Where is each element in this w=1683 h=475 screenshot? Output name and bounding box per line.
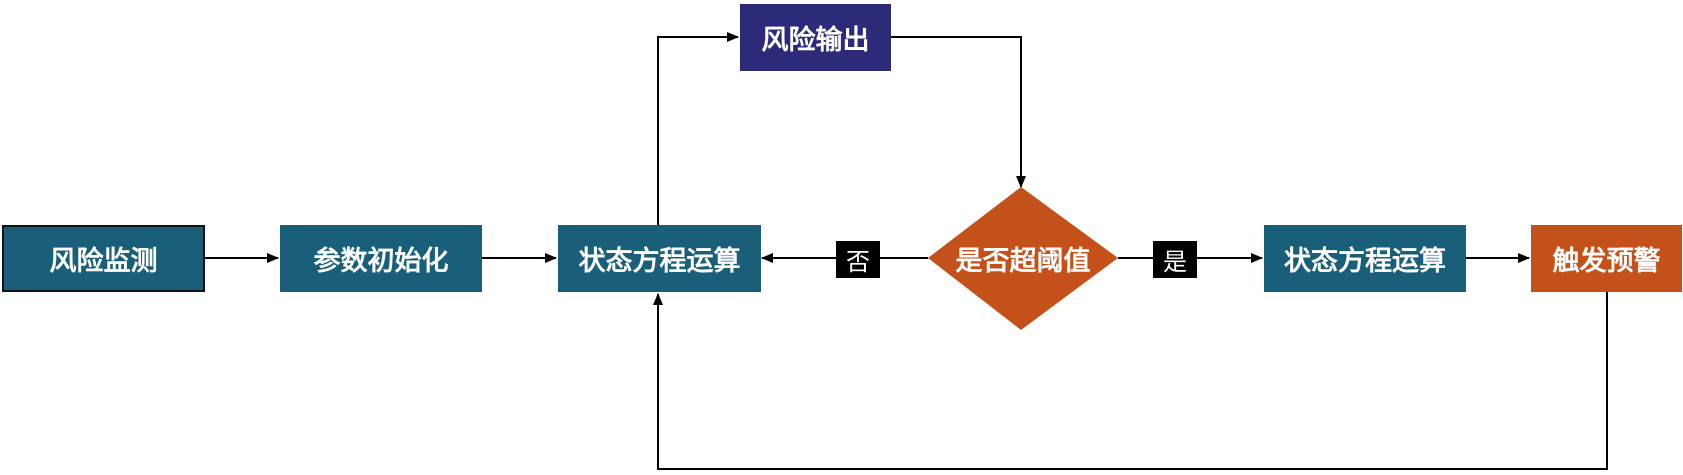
edge-label-no: 否 [836, 241, 880, 278]
node-state-calc-2: 状态方程运算 [1264, 225, 1466, 292]
node-trigger-alert: 触发预警 [1531, 225, 1682, 292]
edge-alert-loop-to-calc1 [653, 292, 1608, 470]
node-threshold-check-label: 是否超阈值 [955, 246, 1091, 277]
edge-output-to-check [891, 36, 1026, 188]
edge-calc1-to-output [657, 32, 739, 225]
node-state-calc-1: 状态方程运算 [558, 225, 761, 292]
edge-label-yes: 是 [1153, 241, 1197, 278]
node-risk-output: 风险输出 [740, 4, 891, 71]
threshold-decision-diamond [928, 187, 1118, 330]
node-param-init: 参数初始化 [280, 225, 482, 292]
node-risk-monitor: 风险监测 [2, 225, 205, 292]
